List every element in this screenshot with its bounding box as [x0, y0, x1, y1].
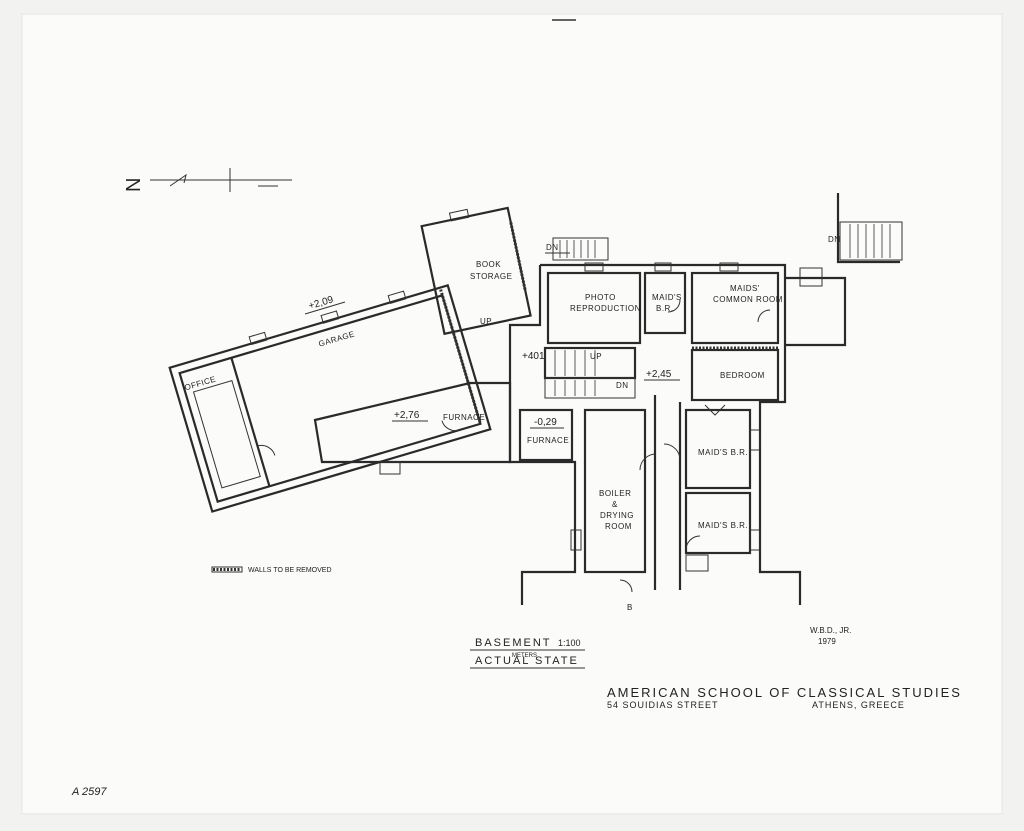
furnace-2-label: FURNACE [527, 436, 569, 445]
maids-br-1-label-2: B.R. [656, 304, 674, 313]
boiler-label-4: ROOM [605, 522, 632, 531]
legend-swatch [211, 566, 243, 573]
photo-reproduction-label-1: PHOTO [585, 293, 616, 302]
stair-dn-mid: DN [616, 381, 629, 390]
stair-dn-top: DN [546, 243, 559, 252]
maids-br-2-label: MAID'S B.R. [698, 448, 748, 457]
boiler-label-2: & [612, 500, 618, 509]
title-actual-state: ACTUAL STATE [475, 655, 579, 667]
paper [21, 13, 1003, 815]
title-units: METERS [512, 653, 537, 659]
furnace-low-level: -0,29 [534, 417, 557, 428]
maids-common-room-label-1: MAIDS' [730, 284, 760, 293]
stair-up-2: UP [590, 352, 602, 361]
institution-city: ATHENS, GREECE [812, 700, 905, 710]
legend-text: WALLS TO BE REMOVED [248, 567, 332, 574]
stair-level: +401 [522, 351, 545, 362]
author-year: 1979 [818, 637, 836, 646]
institution-name: AMERICAN SCHOOL OF CLASSICAL STUDIES [607, 685, 962, 700]
hall-level: +2,45 [646, 369, 672, 380]
title-basement: BASEMENT [475, 637, 552, 649]
stair-dn-right: DN [828, 235, 841, 244]
furnace-1-label: FURNACE [443, 413, 485, 422]
boiler-label-3: DRYING [600, 511, 634, 520]
north-arrow: N [123, 168, 292, 192]
book-storage-label-2: STORAGE [470, 272, 512, 281]
stair-up-1: UP [480, 317, 492, 326]
main-block [508, 262, 802, 605]
maids-br-1-label-1: MAID'S [652, 293, 682, 302]
institution-street: 54 SOUIDIAS STREET [607, 700, 719, 710]
external-stair-top [545, 237, 609, 261]
author-initials: W.B.D., JR. [810, 626, 851, 635]
maids-common-room-label-2: COMMON ROOM [713, 295, 783, 304]
furnace-level: +2,76 [394, 410, 420, 421]
photo-reproduction-label-2: REPRODUCTION [570, 304, 641, 313]
catalog-id: A 2597 [71, 786, 107, 798]
maids-br-3-label: MAID'S B.R. [698, 521, 748, 530]
external-stair-east [785, 193, 903, 347]
north-letter: N [123, 178, 145, 192]
boiler-label-1: BOILER [599, 489, 631, 498]
title-scale: 1:100 [558, 638, 581, 648]
book-storage-label-1: BOOK [476, 260, 501, 269]
section-mark-b: B [627, 603, 633, 612]
book-storage-block [420, 206, 532, 336]
bedroom-label: BEDROOM [720, 371, 765, 380]
